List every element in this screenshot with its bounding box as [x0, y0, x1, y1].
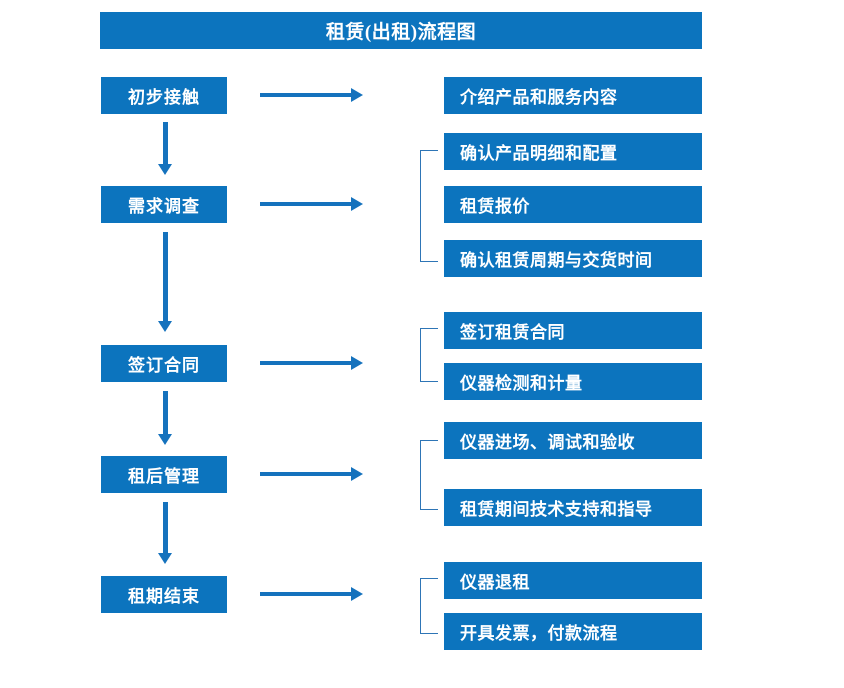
right-arrow-icon-2 — [260, 197, 363, 211]
right-arrow-icon-3 — [260, 356, 363, 370]
right-arrow-icon-4 — [260, 467, 363, 481]
detail-box-8: 租赁期间技术支持和指导 — [444, 489, 702, 526]
detail-box-4: 确认租赁周期与交货时间 — [444, 240, 702, 277]
stage-box-1: 初步接触 — [101, 77, 227, 114]
group-bracket-4 — [420, 578, 438, 634]
detail-box-9: 仪器退租 — [444, 562, 702, 599]
stage-box-5: 租期结束 — [101, 576, 227, 613]
detail-box-2: 确认产品明细和配置 — [444, 133, 702, 170]
detail-box-6: 仪器检测和计量 — [444, 363, 702, 400]
right-arrow-icon-5 — [260, 587, 363, 601]
right-arrow-icon-1 — [260, 88, 363, 102]
detail-box-3: 租赁报价 — [444, 186, 702, 223]
detail-box-5: 签订租赁合同 — [444, 312, 702, 349]
stage-box-2: 需求调查 — [101, 186, 227, 223]
detail-box-10: 开具发票，付款流程 — [444, 613, 702, 650]
down-arrow-icon-2 — [158, 232, 172, 332]
detail-box-7: 仪器进场、调试和验收 — [444, 422, 702, 459]
down-arrow-icon-1 — [158, 122, 172, 175]
stage-box-3: 签订合同 — [101, 345, 227, 382]
group-bracket-3 — [420, 440, 438, 510]
stage-box-4: 租后管理 — [101, 456, 227, 493]
group-bracket-1 — [420, 150, 438, 262]
down-arrow-icon-4 — [158, 502, 172, 564]
group-bracket-2 — [420, 328, 438, 382]
detail-box-1: 介绍产品和服务内容 — [444, 77, 702, 114]
page-title: 租赁(出租)流程图 — [100, 12, 702, 49]
down-arrow-icon-3 — [158, 391, 172, 445]
